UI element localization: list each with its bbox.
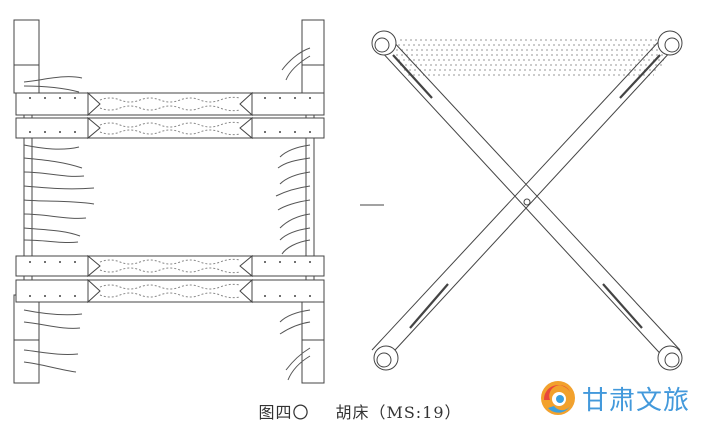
nail-dots: [29, 97, 311, 297]
leg-b: [371, 37, 673, 363]
left-cords: [23, 76, 95, 373]
right-lower-leg: [301, 294, 325, 384]
figure-caption: 图四〇 胡床（MS:19）: [0, 399, 720, 423]
leg-a: [379, 37, 681, 363]
bottom-cross-beam: [15, 254, 325, 304]
figure-title: 胡床（MS:19）: [335, 403, 462, 422]
left-upper-leg: [13, 19, 40, 94]
right-cords: [275, 47, 311, 381]
side-view-drawing: [371, 30, 683, 371]
top-view-drawing: [13, 19, 325, 384]
top-cross-beam: [15, 91, 325, 140]
watermark: 甘肃文旅: [538, 378, 690, 418]
seat-fabric: [396, 39, 666, 76]
left-lower-leg: [13, 294, 40, 384]
gansu-logo-icon: [541, 381, 575, 415]
figure-number: 图四〇: [258, 403, 310, 422]
watermark-text: 甘肃文旅: [582, 385, 691, 416]
right-upper-leg: [301, 19, 325, 94]
pivot-pin: [523, 198, 531, 206]
leg-end-caps: [371, 30, 683, 371]
